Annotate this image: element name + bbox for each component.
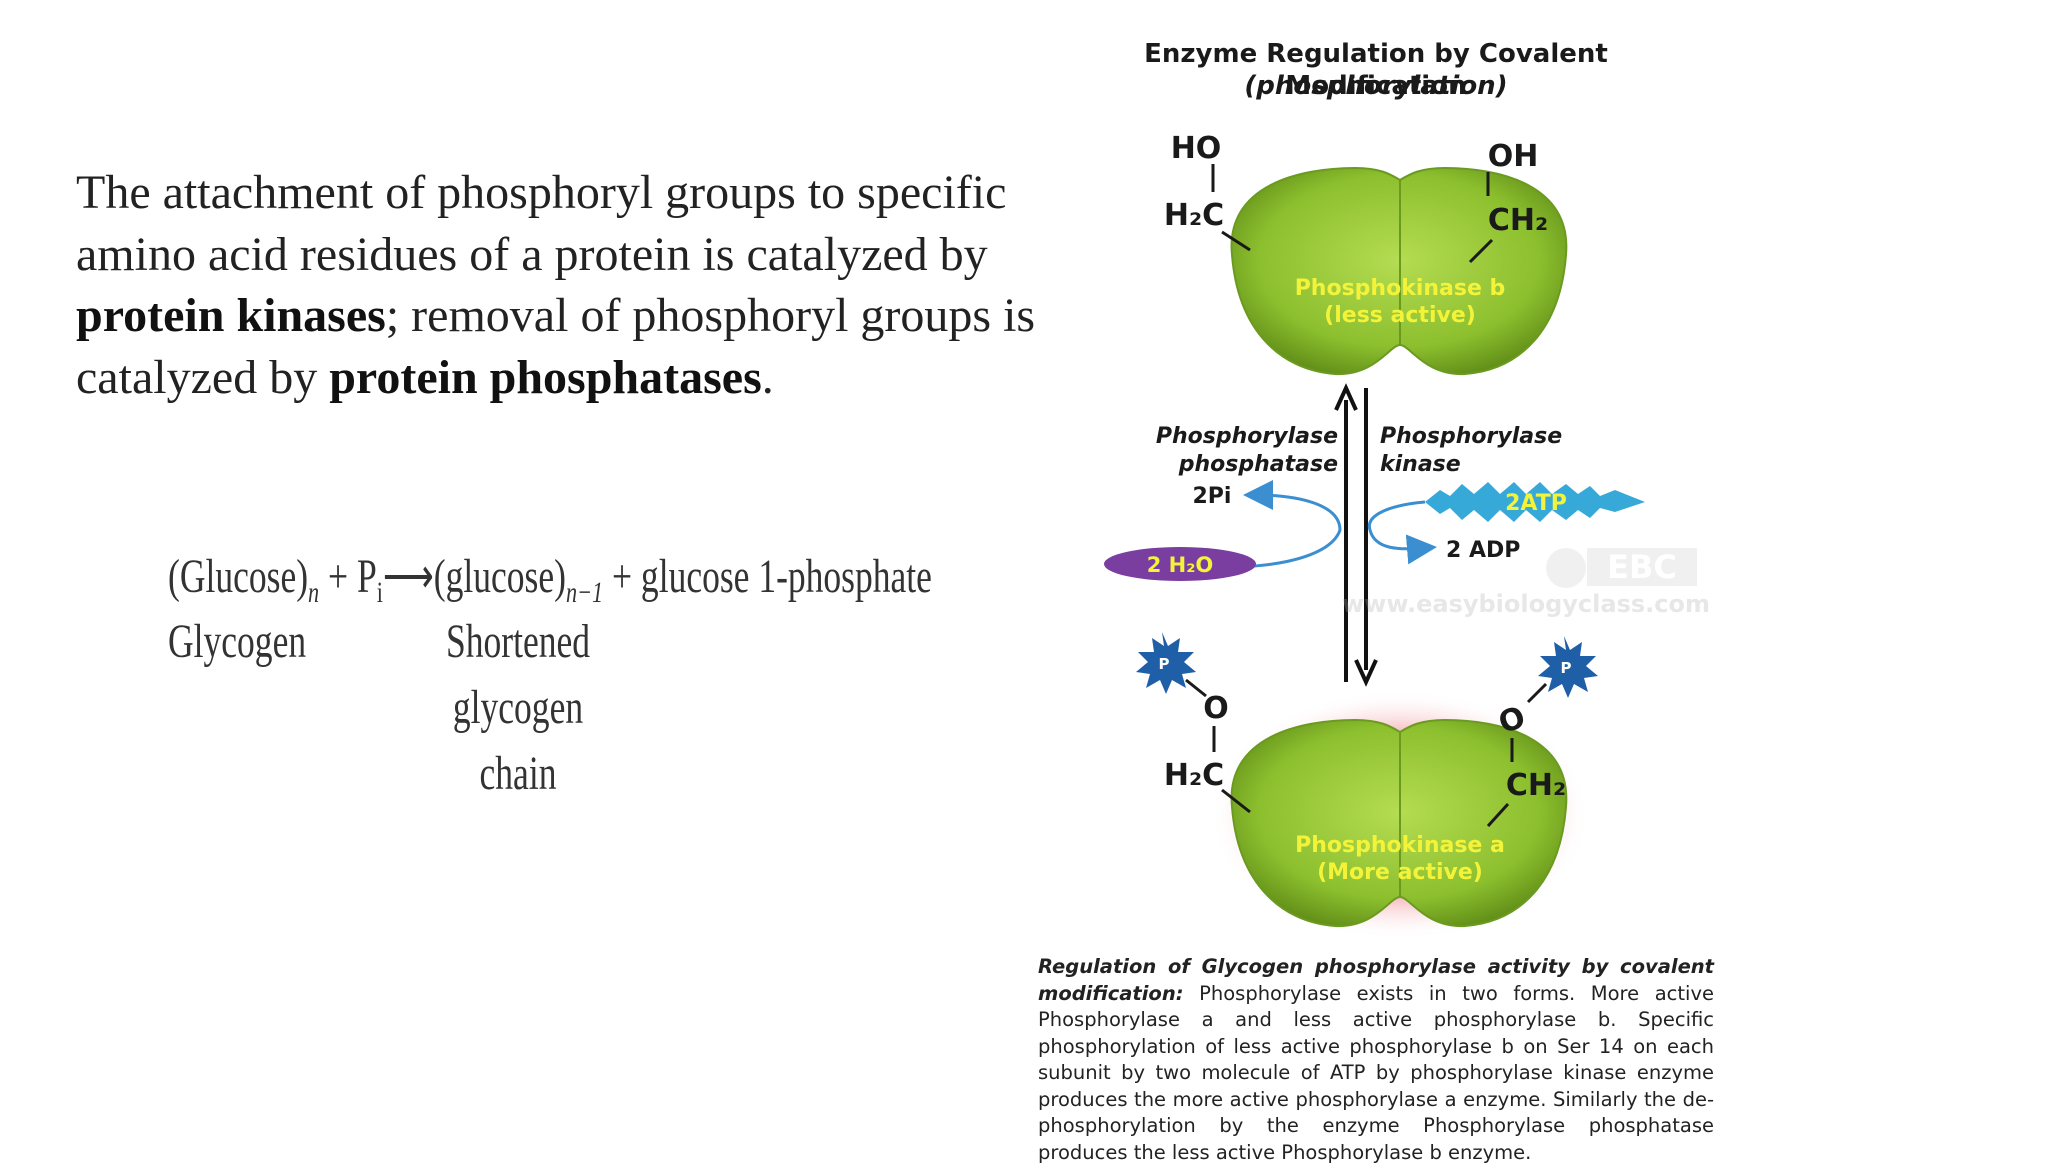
enzyme-b: Phosphokinase b (less active) [1230, 166, 1568, 376]
reaction-arrow: ⟶ [382, 550, 434, 603]
eq-rest: + glucose 1-phosphate [603, 550, 932, 603]
p-left-label: P [1159, 655, 1170, 673]
phosphatase-label-2: phosphatase [1178, 452, 1338, 477]
intro-text-2: ; removal of phosphoryl groups is cataly… [76, 289, 1036, 404]
atp-label: 2ATP [1505, 491, 1567, 516]
label-shortened: Shortened [445, 615, 591, 668]
enzyme-b-label-2: (less active) [1324, 303, 1476, 328]
eq-sub-n1: n−1 [565, 576, 604, 609]
eq-plus-pi: + P [319, 550, 377, 603]
bottom-right-ch2: CH₂ [1506, 768, 1566, 803]
label-chain: chain [479, 747, 557, 800]
top-left-ho: HO [1171, 131, 1222, 166]
phosphorolysis-equation: (Glucose)n + Pi⟶(glucose)n−1 + glucose 1… [168, 548, 988, 828]
eq-sub-i: i [376, 576, 383, 609]
eq-glucose-n1: (glucose) [433, 550, 566, 603]
atp-burst: 2ATP [1425, 482, 1645, 522]
enzyme-b-label-1: Phosphokinase b [1295, 276, 1506, 301]
intro-text-1: The attachment of phosphoryl groups to s… [76, 166, 1007, 281]
protein-kinases-term: protein kinases [76, 289, 386, 342]
p-right-label: P [1561, 659, 1572, 677]
o-left: O [1203, 691, 1229, 726]
phosphate-right: P [1538, 636, 1598, 698]
enzyme-regulation-figure: Enzyme Regulation by Covalent Modificati… [1000, 0, 2048, 1164]
label-glycogen: Glycogen [168, 615, 307, 668]
figure-title: Enzyme Regulation by Covalent Modificati… [1144, 39, 1608, 101]
caption-body: Phosphorylase exists in two forms. More … [1038, 981, 1714, 1164]
phosphate-left: P [1136, 632, 1196, 694]
phosphatase-label-1: Phosphorylase [1156, 424, 1338, 449]
kinase-label-2: kinase [1380, 452, 1461, 477]
water-label: 2 H₂O [1147, 553, 1214, 577]
equation-line: (Glucose)n + Pi⟶(glucose)n−1 + glucose 1… [168, 548, 932, 610]
enzyme-a-label-1: Phosphokinase a [1295, 833, 1505, 858]
eq-sub-n: n [308, 576, 320, 609]
pi-label: 2Pi [1193, 484, 1232, 509]
enzyme-a: Phosphokinase a (More active) [1210, 690, 1590, 940]
watermark-url: www.easybiologyclass.com [1342, 590, 1710, 618]
equilibrium-arrows [1334, 383, 1378, 687]
caption-heading: Regulation of Glycogen phosphorylase act… [1038, 955, 1714, 1005]
watermark-logo: EBC [1607, 548, 1677, 586]
label-glycogen-2: glycogen [452, 681, 584, 734]
kinase-label-1: Phosphorylase [1380, 424, 1562, 449]
top-right-ch2: CH₂ [1488, 203, 1548, 238]
top-right-oh: OH [1488, 139, 1539, 174]
enzyme-a-label-2: (More active) [1317, 860, 1483, 885]
enzyme-diagram: Phosphokinase b (less active) HO H₂C OH … [1104, 131, 1710, 940]
figure-subtitle: (phosphorylation) [1244, 71, 1508, 101]
intro-text-3: . [761, 350, 774, 404]
intro-paragraph: The attachment of phosphoryl groups to s… [76, 162, 1086, 408]
protein-phosphatases-term: protein phosphatases [329, 350, 762, 404]
adp-label: 2 ADP [1446, 538, 1520, 563]
water-oval: 2 H₂O [1104, 547, 1256, 581]
watermark: EBC www.easybiologyclass.com [1342, 548, 1710, 618]
eq-glucose-n: (Glucose) [168, 550, 309, 603]
bottom-left-h2c: H₂C [1164, 758, 1224, 793]
figure-caption: Regulation of Glycogen phosphorylase act… [1038, 954, 1714, 1166]
top-left-h2c: H₂C [1164, 198, 1224, 233]
